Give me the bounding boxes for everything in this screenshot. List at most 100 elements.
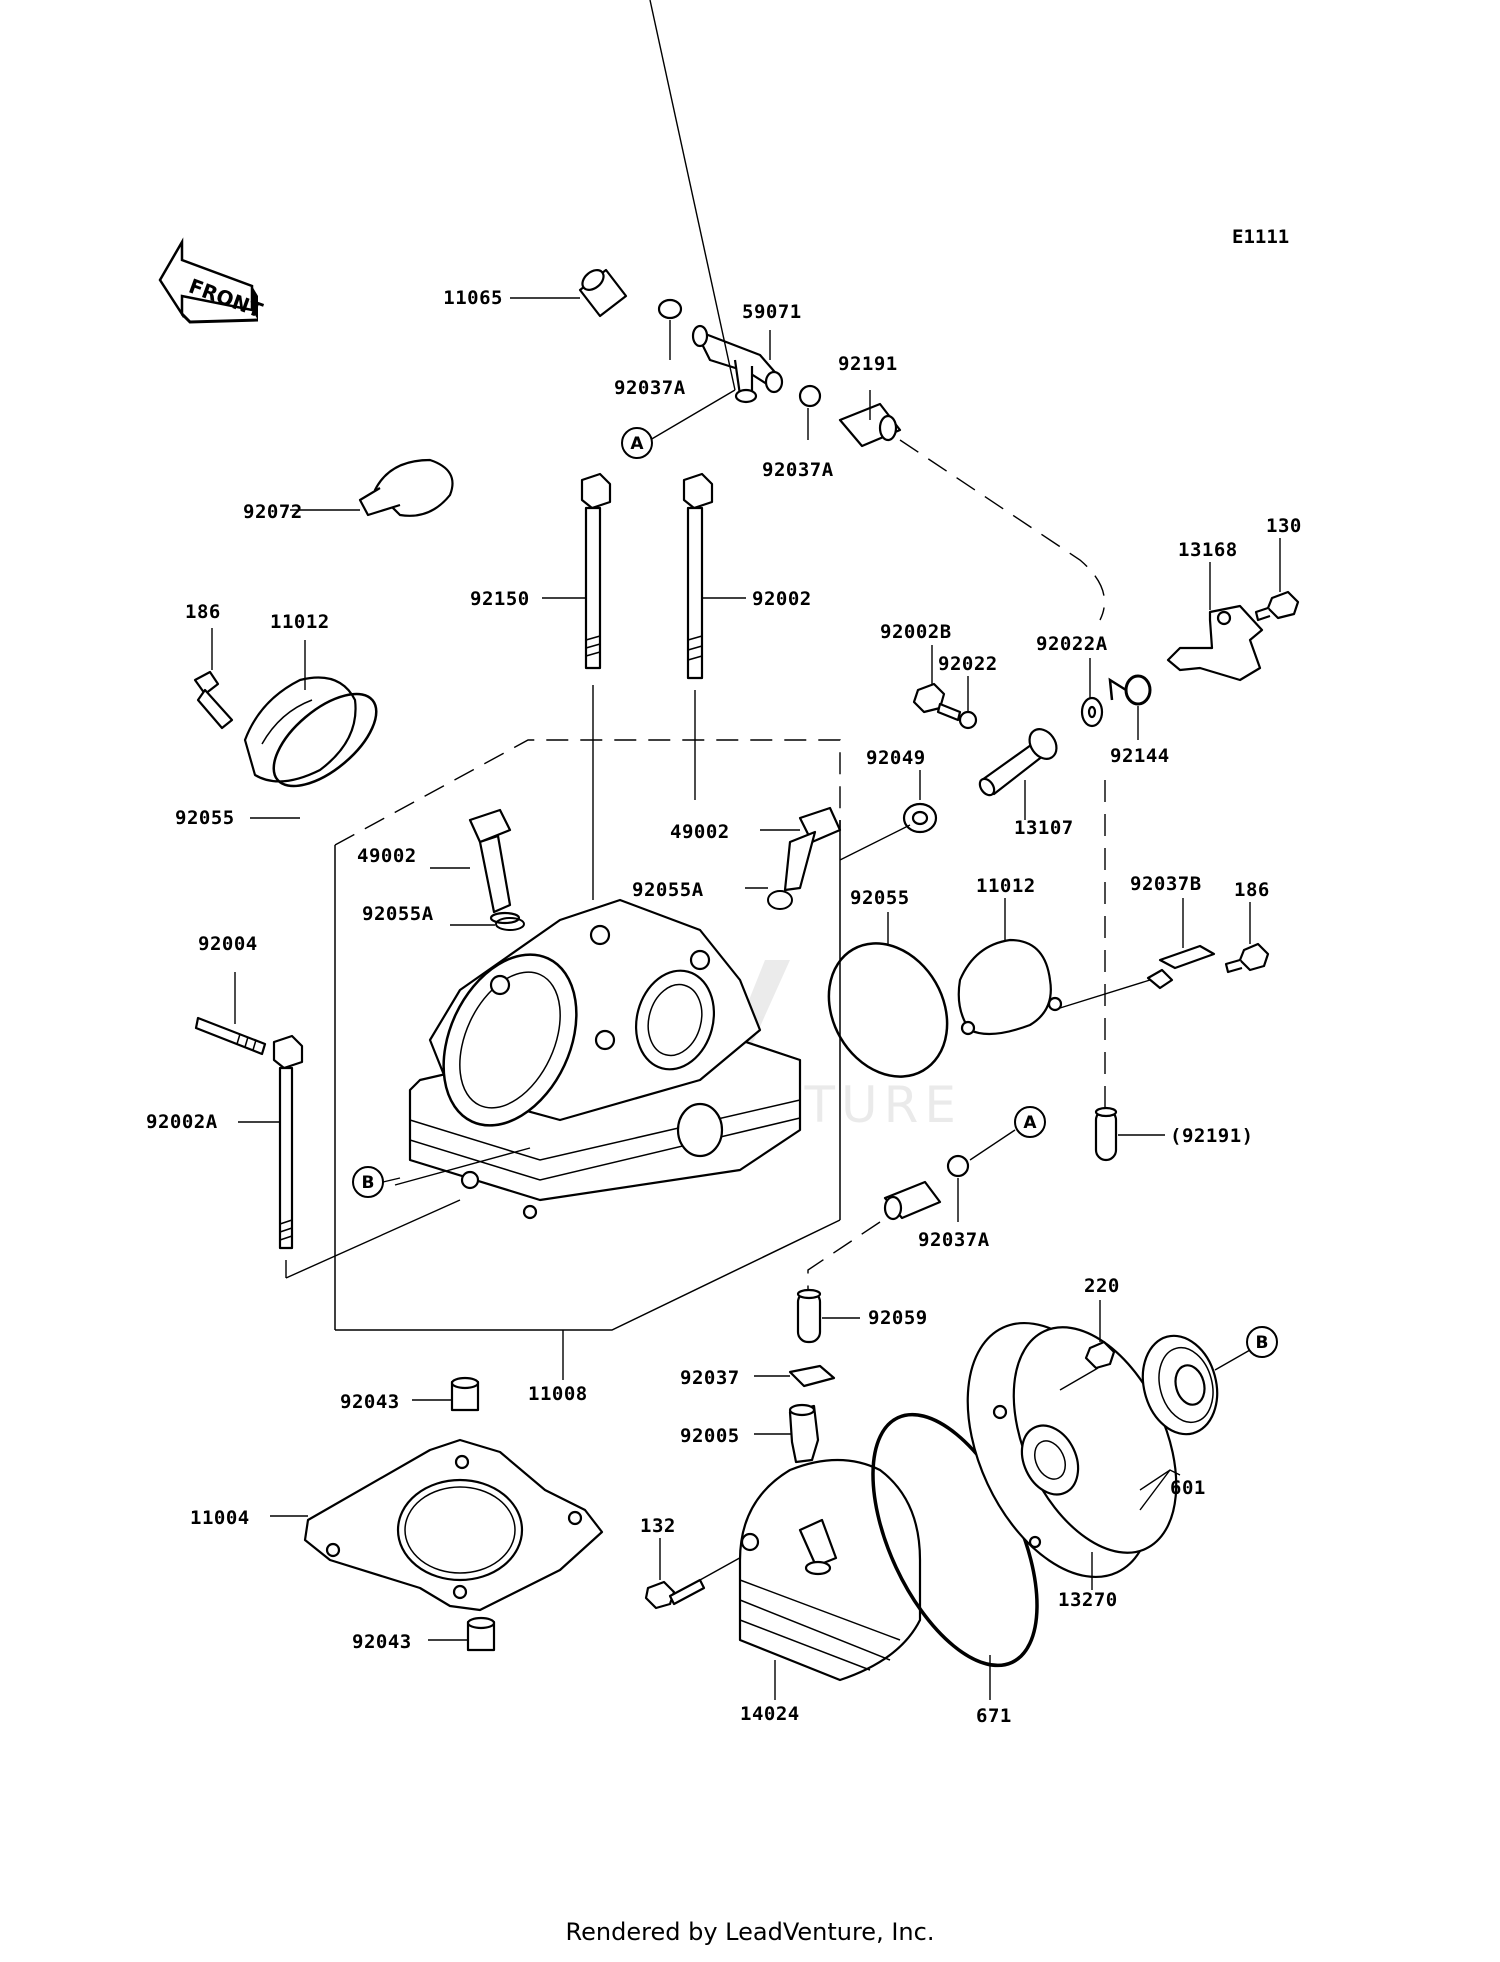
cylinder-head-11008 (408, 898, 802, 1220)
svg-text:B: B (362, 1173, 375, 1193)
svg-text:A: A (630, 434, 644, 454)
bolt-132 (644, 1578, 706, 1610)
diagram-code: E1111 (1232, 226, 1290, 248)
cover-11012-right (957, 938, 1063, 1036)
bolt-92002B (912, 682, 962, 722)
hose-short (883, 1180, 942, 1221)
label-92191-repeat: (92191) (1170, 1125, 1254, 1147)
stud-92004 (194, 1016, 267, 1056)
label-186-right: 186 (1234, 879, 1270, 901)
label-92043-top: 92043 (340, 1391, 400, 1413)
clamp-92037B (1146, 944, 1216, 990)
bolt-220 (1084, 1340, 1116, 1370)
washer-92022A (1080, 696, 1104, 728)
label-11012-right: 11012 (976, 875, 1036, 897)
bearing-601 (1141, 1334, 1219, 1436)
o-ring-92055A-right (767, 890, 793, 910)
label-92004: 92004 (198, 933, 258, 955)
spring-92144 (1108, 674, 1152, 706)
cover-11012-left (243, 676, 357, 783)
label-92055-left: 92055 (175, 807, 235, 829)
tee-fitting-59071 (691, 324, 784, 404)
label-92037: 92037 (680, 1367, 740, 1389)
label-11065: 11065 (443, 287, 503, 309)
label-11004: 11004 (190, 1507, 250, 1529)
hose-92191-repeat (1094, 1106, 1118, 1162)
callout-A-top: A (621, 427, 653, 459)
front-arrow-icon: FRONT (158, 237, 266, 324)
label-92002A: 92002A (146, 1111, 218, 1133)
hose-92191 (838, 402, 902, 448)
label-92022A: 92022A (1036, 633, 1108, 655)
label-49002-left: 49002 (357, 845, 417, 867)
label-11008: 11008 (528, 1383, 588, 1405)
label-671: 671 (976, 1705, 1012, 1727)
shaft-13107 (978, 728, 1058, 797)
fitting-92005 (788, 1403, 820, 1464)
label-92144: 92144 (1110, 745, 1170, 767)
label-92002: 92002 (752, 588, 812, 610)
label-92022: 92022 (938, 653, 998, 675)
bolt-186-right (1224, 942, 1270, 974)
label-92191: 92191 (838, 353, 898, 375)
label-92055A-left: 92055A (362, 903, 434, 925)
label-92043-bottom: 92043 (352, 1631, 412, 1653)
label-13168: 13168 (1178, 539, 1238, 561)
label-13107: 13107 (1014, 817, 1074, 839)
seal-92049 (902, 802, 938, 834)
o-ring-92055-right (827, 942, 949, 1078)
label-186-left: 186 (185, 601, 221, 623)
label-92049: 92049 (866, 747, 926, 769)
label-601: 601 (1170, 1477, 1206, 1499)
dowel-92043-bottom (466, 1616, 496, 1652)
label-132: 132 (640, 1515, 676, 1537)
bolt-130 (1254, 590, 1300, 622)
callout-A-right: A (1014, 1106, 1046, 1138)
label-13270: 13270 (1058, 1589, 1118, 1611)
label-92037A-top: 92037A (614, 377, 686, 399)
bolt-92002A (272, 1034, 304, 1250)
clamp-92037A-bottom (946, 1154, 970, 1178)
footer-credit: Rendered by LeadVenture, Inc. (565, 1918, 935, 1946)
washer-92022 (958, 710, 978, 730)
hose-92059 (796, 1288, 822, 1344)
bolt-92150 (580, 472, 612, 670)
label-220: 220 (1084, 1275, 1120, 1297)
lever-13168 (1166, 604, 1264, 682)
label-92055-right: 92055 (850, 887, 910, 909)
o-ring-92055A-left (495, 917, 525, 931)
label-49002-right: 49002 (670, 821, 730, 843)
svg-text:A: A (1023, 1113, 1037, 1133)
gasket-11004 (303, 1438, 604, 1612)
label-92005: 92005 (680, 1425, 740, 1447)
pump-cover-13270 (966, 1321, 1178, 1579)
label-11012-left: 11012 (270, 611, 330, 633)
callout-B-right: B (1246, 1326, 1278, 1358)
dowel-92043-top (450, 1376, 480, 1412)
bolt-186-left (193, 670, 234, 730)
clamp-92037 (788, 1364, 836, 1388)
valve-49002-right (783, 806, 842, 892)
clamp-92037A-right (798, 384, 822, 408)
label-92150: 92150 (470, 588, 530, 610)
o-ring-92055-left (272, 692, 378, 788)
clamp-92037A-top (657, 298, 683, 320)
label-92072: 92072 (243, 501, 303, 523)
label-130: 130 (1266, 515, 1302, 537)
label-59071: 59071 (742, 301, 802, 323)
label-92037B: 92037B (1130, 873, 1202, 895)
housing-14024 (738, 1458, 922, 1682)
label-92037A-bottom: 92037A (918, 1229, 990, 1251)
hose-11065 (578, 268, 628, 318)
clamp-band-92072 (358, 458, 454, 517)
label-92055A-right: 92055A (632, 879, 704, 901)
label-92037A-right: 92037A (762, 459, 834, 481)
label-92059: 92059 (868, 1307, 928, 1329)
label-92002B: 92002B (880, 621, 952, 643)
bolt-92002 (682, 472, 714, 680)
callout-B-left: B (352, 1166, 384, 1198)
svg-text:B: B (1256, 1333, 1269, 1353)
label-14024: 14024 (740, 1703, 800, 1725)
valve-49002-left (468, 808, 521, 925)
